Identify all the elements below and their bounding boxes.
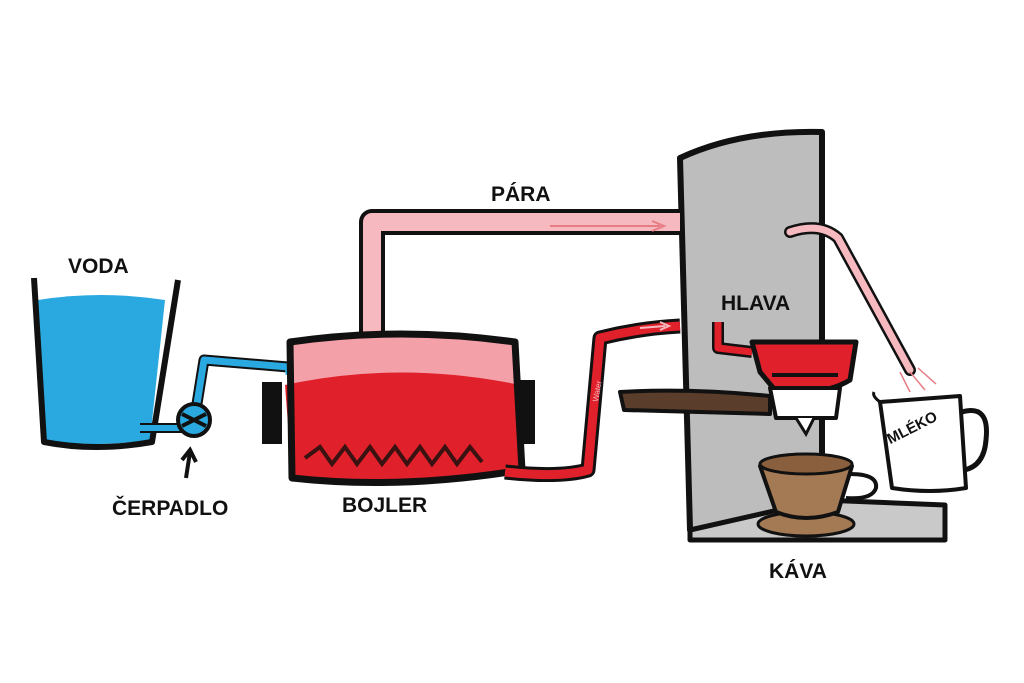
head-label: HLAVA [721, 292, 791, 315]
pump-arrow [180, 446, 198, 479]
pump-label: ČERPADLO [112, 497, 229, 520]
steam-wand [784, 222, 937, 393]
boiler [262, 330, 535, 486]
milk-jug [872, 391, 989, 493]
coffee-label: KÁVA [769, 560, 827, 583]
water-container [31, 277, 181, 450]
portafilter [618, 386, 842, 438]
steam-pipe [359, 209, 680, 340]
boiler-label: BOJLER [342, 494, 428, 517]
heating-coil [303, 443, 484, 468]
group-head [712, 322, 859, 393]
pipe-water-text: Water [591, 380, 604, 403]
pump [176, 402, 212, 438]
coffee-cup [756, 452, 879, 538]
water-label: VODA [68, 255, 129, 278]
steam-label: PÁRA [491, 183, 551, 206]
hot-water-pipe: Water [504, 318, 681, 483]
